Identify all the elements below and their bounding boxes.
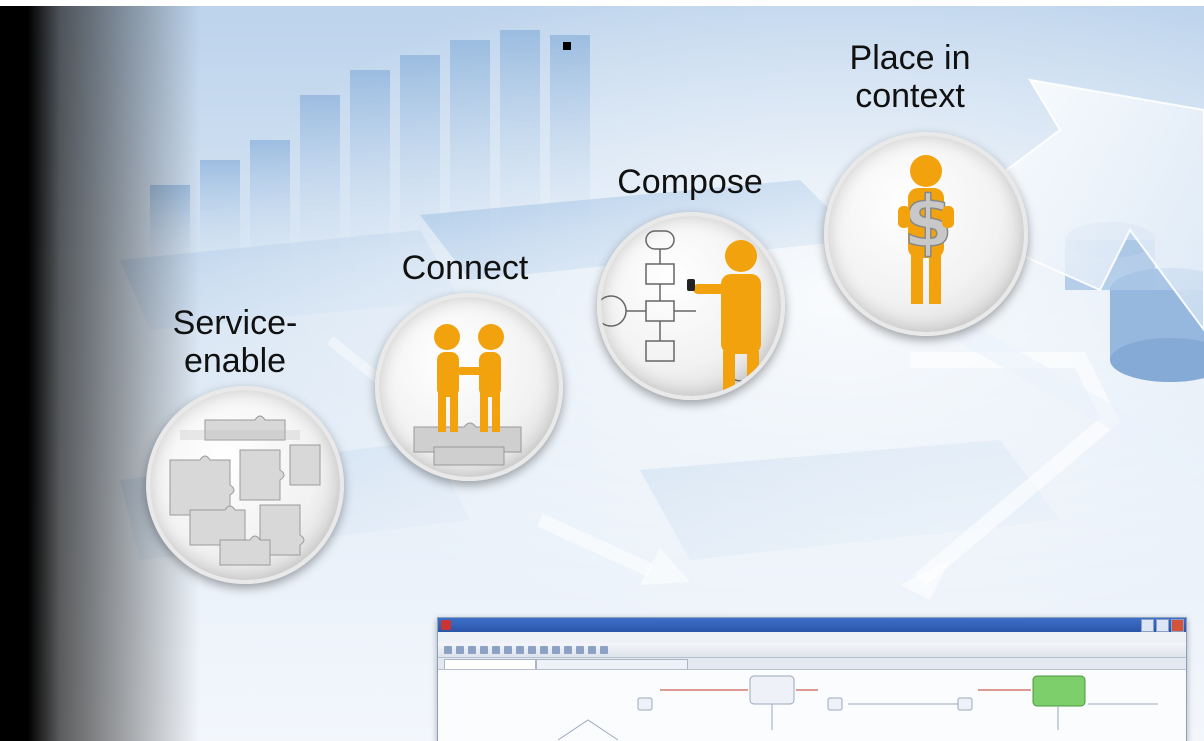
embedded-app-screenshot (437, 617, 1187, 741)
window-buttons (1141, 619, 1184, 632)
step-label-service-enable: Service- enable (172, 304, 298, 380)
screenshot-toolbar (438, 643, 1186, 658)
svg-text:$: $ (904, 181, 953, 263)
screenshot-tabs (438, 658, 1186, 670)
step-label-place-in-context: Place in context (849, 39, 971, 115)
app-icon (441, 620, 451, 630)
person-holding-dollar-icon: $ (824, 132, 1028, 336)
minimize-icon (1141, 619, 1154, 632)
puzzle-pieces-icon (146, 386, 344, 584)
top-edge (0, 0, 1204, 6)
step-label-compose: Compose (617, 163, 763, 201)
screenshot-menubar (438, 632, 1186, 643)
person-drawing-flowchart-icon (597, 212, 785, 400)
bullet-marker (563, 42, 571, 50)
close-icon (1171, 619, 1184, 632)
maximize-icon (1156, 619, 1169, 632)
left-black-fade (0, 0, 200, 741)
process-diagram-canvas (438, 670, 1186, 741)
big-arrow-icon (978, 78, 1204, 332)
toolbar-icons (444, 646, 608, 654)
screenshot-titlebar (438, 618, 1186, 632)
handshake-on-puzzle-icon (375, 293, 563, 481)
step-label-connect: Connect (401, 249, 529, 287)
